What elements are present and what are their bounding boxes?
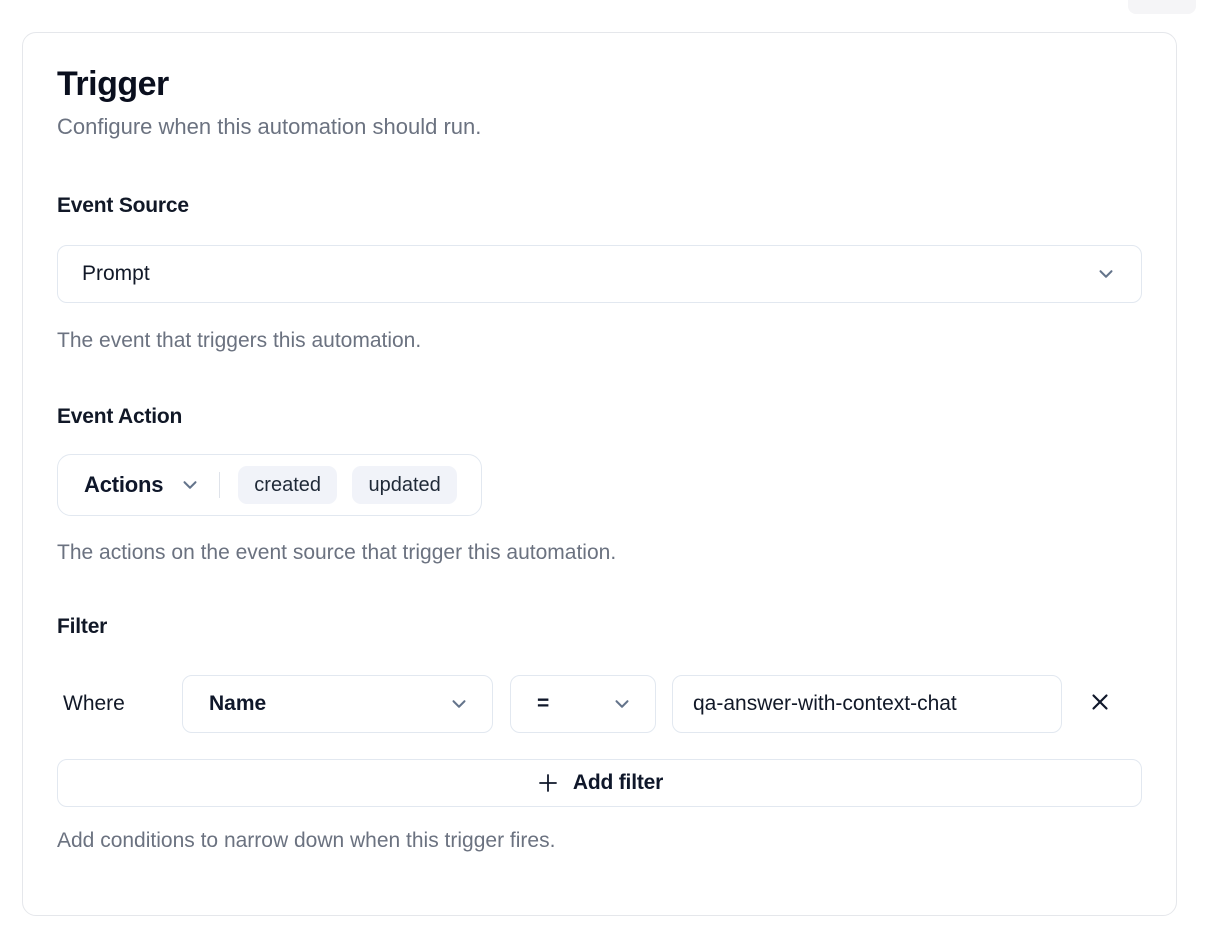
trigger-card: Trigger Configure when this automation s… <box>22 32 1177 916</box>
actions-dropdown-button[interactable]: Actions <box>84 472 201 498</box>
actions-dropdown-label: Actions <box>84 471 164 497</box>
chevron-down-icon <box>179 474 201 496</box>
close-icon <box>1087 689 1113 718</box>
remove-filter-button[interactable] <box>1078 682 1122 726</box>
event-source-select[interactable]: Prompt <box>57 244 1142 303</box>
filter-field-select[interactable]: Name <box>182 674 493 733</box>
event-source-selected-value: Prompt <box>82 261 150 285</box>
event-action-help: The actions on the event source that tri… <box>57 540 617 564</box>
filter-label: Filter <box>57 614 108 638</box>
chevron-down-icon <box>448 693 470 715</box>
action-chip-updated[interactable]: updated <box>352 465 457 504</box>
chevron-down-icon <box>1095 263 1117 285</box>
filter-field-selected-value: Name <box>209 691 267 715</box>
action-chip-created[interactable]: created <box>238 465 337 504</box>
filter-operator-selected-value: = <box>537 691 550 715</box>
vertical-divider <box>219 471 221 498</box>
page-subtitle: Configure when this automation should ru… <box>57 114 482 140</box>
filter-value-input[interactable] <box>672 674 1062 733</box>
add-filter-button[interactable]: Add filter <box>57 758 1142 807</box>
chevron-down-icon <box>611 693 633 715</box>
filter-operator-select[interactable]: = <box>510 674 656 733</box>
selected-action-chips: created updated <box>238 465 457 504</box>
filter-condition-row: Where Name = <box>57 674 1142 733</box>
event-source-help: The event that triggers this automation. <box>57 328 422 352</box>
event-source-label: Event Source <box>57 193 189 217</box>
cutoff-top-right-button[interactable] <box>1128 0 1196 14</box>
filter-help: Add conditions to narrow down when this … <box>57 828 556 852</box>
event-action-label: Event Action <box>57 404 183 428</box>
add-filter-label: Add filter <box>572 770 664 794</box>
where-label: Where <box>63 691 125 715</box>
plus-icon <box>536 771 560 795</box>
page-title: Trigger <box>57 65 169 103</box>
event-action-control: Actions created updated <box>57 453 482 516</box>
